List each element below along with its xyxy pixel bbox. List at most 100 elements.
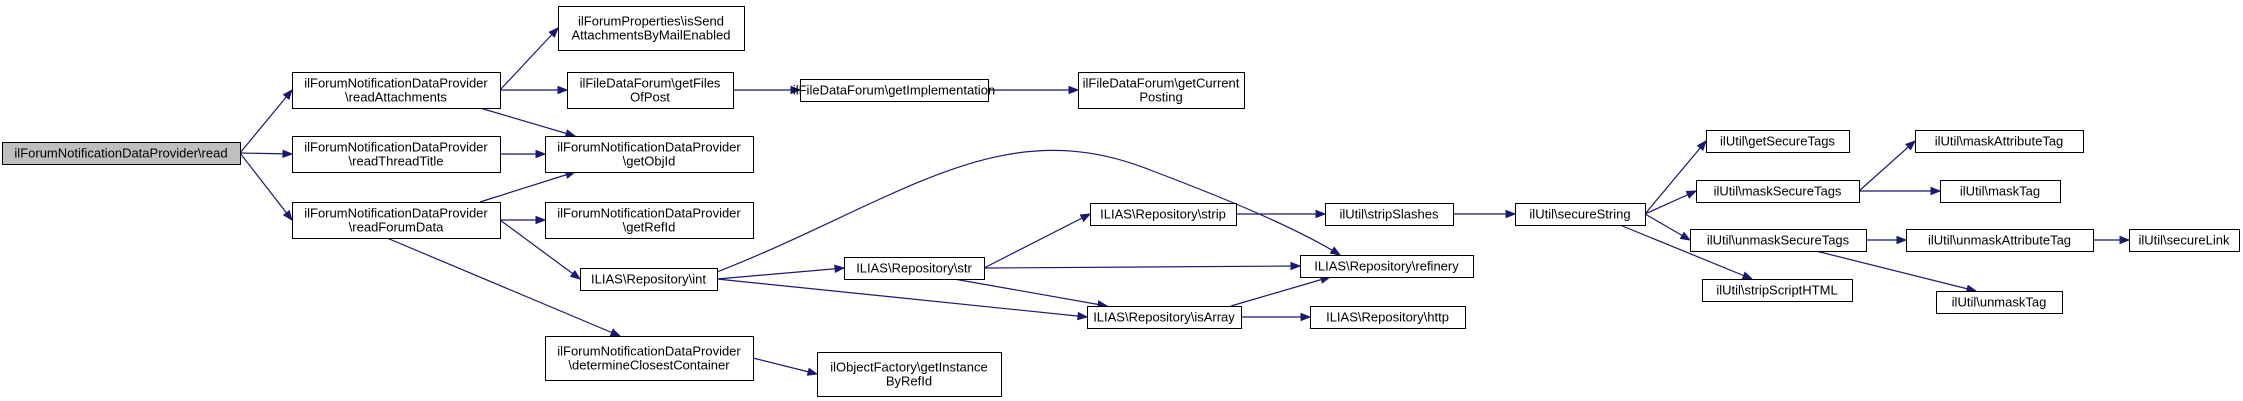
node-label: ILIAS\Repository\int [591, 272, 706, 287]
node-label: ilUtil\stripScriptHTML [1716, 283, 1837, 298]
node-box [545, 136, 754, 173]
node-getObjId[interactable]: ilForumNotificationDataProvider\getObjId [545, 136, 754, 173]
node-label: ILIAS\Repository\strip [1100, 207, 1226, 222]
node-box [1078, 72, 1245, 109]
node-label: \readThreadTitle [349, 154, 444, 169]
edge-str-to-refinery [983, 265, 1301, 269]
node-label: \getRefId [623, 220, 676, 235]
node-int[interactable]: ILIAS\Repository\int [580, 268, 718, 291]
node-box [545, 202, 754, 239]
node-box [580, 268, 718, 291]
node-getSecureTags[interactable]: ilUtil\getSecureTags [1706, 130, 1850, 153]
node-readForumData[interactable]: ilForumNotificationDataProvider\readForu… [292, 202, 501, 239]
edge-int-to-str [716, 267, 845, 280]
edge-str-to-isArray [953, 278, 1108, 307]
node-getRefId[interactable]: ilForumNotificationDataProvider\getRefId [545, 202, 754, 239]
edge-readAttachments-to-isSendAttachments [499, 27, 559, 91]
node-maskAttributeTag[interactable]: ilUtil\maskAttributeTag [1915, 130, 2084, 153]
edge-read-to-readAttachments [239, 89, 293, 154]
edge-secureString-to-stripScriptHTML [1619, 224, 1753, 280]
node-label: \getObjId [623, 154, 676, 169]
node-label: OfPost [630, 90, 670, 105]
node-label: ILIAS\Repository\isArray [1093, 310, 1235, 325]
node-label: ilUtil\getSecureTags [1720, 134, 1835, 149]
arrowhead-getSecureTags [1696, 139, 1707, 152]
node-getImplementation[interactable]: ilFileDataForum\getImplementation [793, 79, 995, 102]
node-strip[interactable]: ILIAS\Repository\strip [1090, 203, 1237, 226]
node-label: Posting [1139, 90, 1182, 105]
arrowhead-maskTag [1930, 186, 1942, 196]
arrowhead-secureLink [2119, 235, 2131, 245]
arrowhead-getObjId [535, 149, 547, 159]
arrowhead-secureString [1505, 209, 1517, 219]
arrowhead-getInstanceByRefId [806, 367, 819, 376]
node-refinery[interactable]: ILIAS\Repository\refinery [1300, 255, 1474, 278]
arrowhead-unmaskSecureTags [1679, 231, 1692, 241]
arrowhead-str [834, 264, 846, 274]
edge-readForumData-to-int [499, 219, 581, 280]
node-readThreadTitle[interactable]: ilForumNotificationDataProvider\readThre… [292, 136, 501, 173]
node-box [1090, 203, 1237, 226]
node-box [844, 257, 985, 280]
node-label: ilForumNotificationDataProvider [557, 140, 741, 155]
node-layer: ilForumNotificationDataProvider\read ilFo… [2, 6, 2240, 397]
node-box [1515, 203, 1646, 226]
arrowhead-isArray [1077, 311, 1089, 321]
node-label: ilUtil\secureLink [2138, 233, 2230, 248]
node-label: ilUtil\unmaskTag [1952, 295, 2047, 310]
node-label: ilObjectFactory\getInstance [830, 360, 988, 375]
node-box [292, 72, 501, 109]
node-isArray[interactable]: ILIAS\Repository\isArray [1087, 306, 1242, 329]
node-maskSecureTags[interactable]: ilUtil\maskSecureTags [1696, 180, 1860, 203]
node-label: ilForumNotificationDataProvider [304, 206, 488, 221]
node-unmaskTag[interactable]: ilUtil\unmaskTag [1936, 291, 2063, 314]
node-secureString[interactable]: ilUtil\secureString [1515, 203, 1646, 226]
edge-str-to-strip [983, 213, 1091, 269]
node-box [1940, 180, 2061, 203]
node-maskTag[interactable]: ilUtil\maskTag [1940, 180, 2061, 203]
edge-determineClosest-to-getInstanceByRefId [752, 357, 818, 375]
node-label: ILIAS\Repository\http [1326, 310, 1449, 325]
arrowhead-unmaskAttributeTag [1896, 235, 1908, 245]
node-read[interactable]: ilForumNotificationDataProvider\read [2, 142, 241, 165]
arrowhead-getImplementation [790, 85, 802, 95]
edge-int-to-refinery [716, 149, 1341, 273]
node-unmaskAttributeTag[interactable]: ilUtil\unmaskAttributeTag [1906, 229, 2094, 252]
node-label: ilUtil\maskTag [1960, 184, 2040, 199]
arrowhead-getObjId [564, 129, 577, 138]
node-box [292, 202, 501, 239]
node-label: ILIAS\Repository\refinery [1314, 259, 1459, 274]
edge-unmaskSecureTags-to-unmaskTag [1815, 250, 1977, 292]
edge-int-to-isArray [716, 278, 1088, 318]
node-box [817, 352, 1002, 397]
node-label: ilUtil\unmaskAttributeTag [1928, 233, 2071, 248]
node-str[interactable]: ILIAS\Repository\str [844, 257, 985, 280]
node-http[interactable]: ILIAS\Repository\http [1310, 306, 1466, 329]
node-stripScriptHTML[interactable]: ilUtil\stripScriptHTML [1702, 279, 1853, 302]
node-box [292, 136, 501, 173]
node-box [1310, 306, 1466, 329]
node-stripSlashes[interactable]: ilUtil\stripSlashes [1325, 203, 1454, 226]
arrowhead-readThreadTitle [282, 149, 294, 159]
edge-isArray-to-refinery [1230, 276, 1331, 307]
arrowhead-refinery [1329, 246, 1342, 256]
edge-readAttachments-to-getObjId [479, 107, 576, 137]
node-label: ilForumProperties\isSend [578, 14, 724, 29]
arrowhead-stripScriptHTML [1741, 271, 1754, 280]
node-box [545, 336, 754, 381]
node-readAttachments[interactable]: ilForumNotificationDataProvider\readAtta… [292, 72, 501, 109]
node-isSendAttachments[interactable]: ilForumProperties\isSendAttachmentsByMai… [558, 6, 745, 51]
node-unmaskSecureTags[interactable]: ilUtil\unmaskSecureTags [1690, 229, 1867, 252]
edge-readForumData-to-getObjId [479, 171, 576, 203]
node-label: ilForumNotificationDataProvider [557, 344, 741, 359]
node-box [2129, 229, 2240, 252]
node-determineClosest[interactable]: ilForumNotificationDataProvider\determin… [545, 336, 754, 381]
node-label: \readAttachments [345, 90, 447, 105]
node-label: ilFileDataForum\getFiles [580, 76, 721, 91]
node-label: ilUtil\maskSecureTags [1714, 184, 1842, 199]
node-secureLink[interactable]: ilUtil\secureLink [2129, 229, 2240, 252]
arrowhead-getCurrentPosting [1068, 85, 1080, 95]
